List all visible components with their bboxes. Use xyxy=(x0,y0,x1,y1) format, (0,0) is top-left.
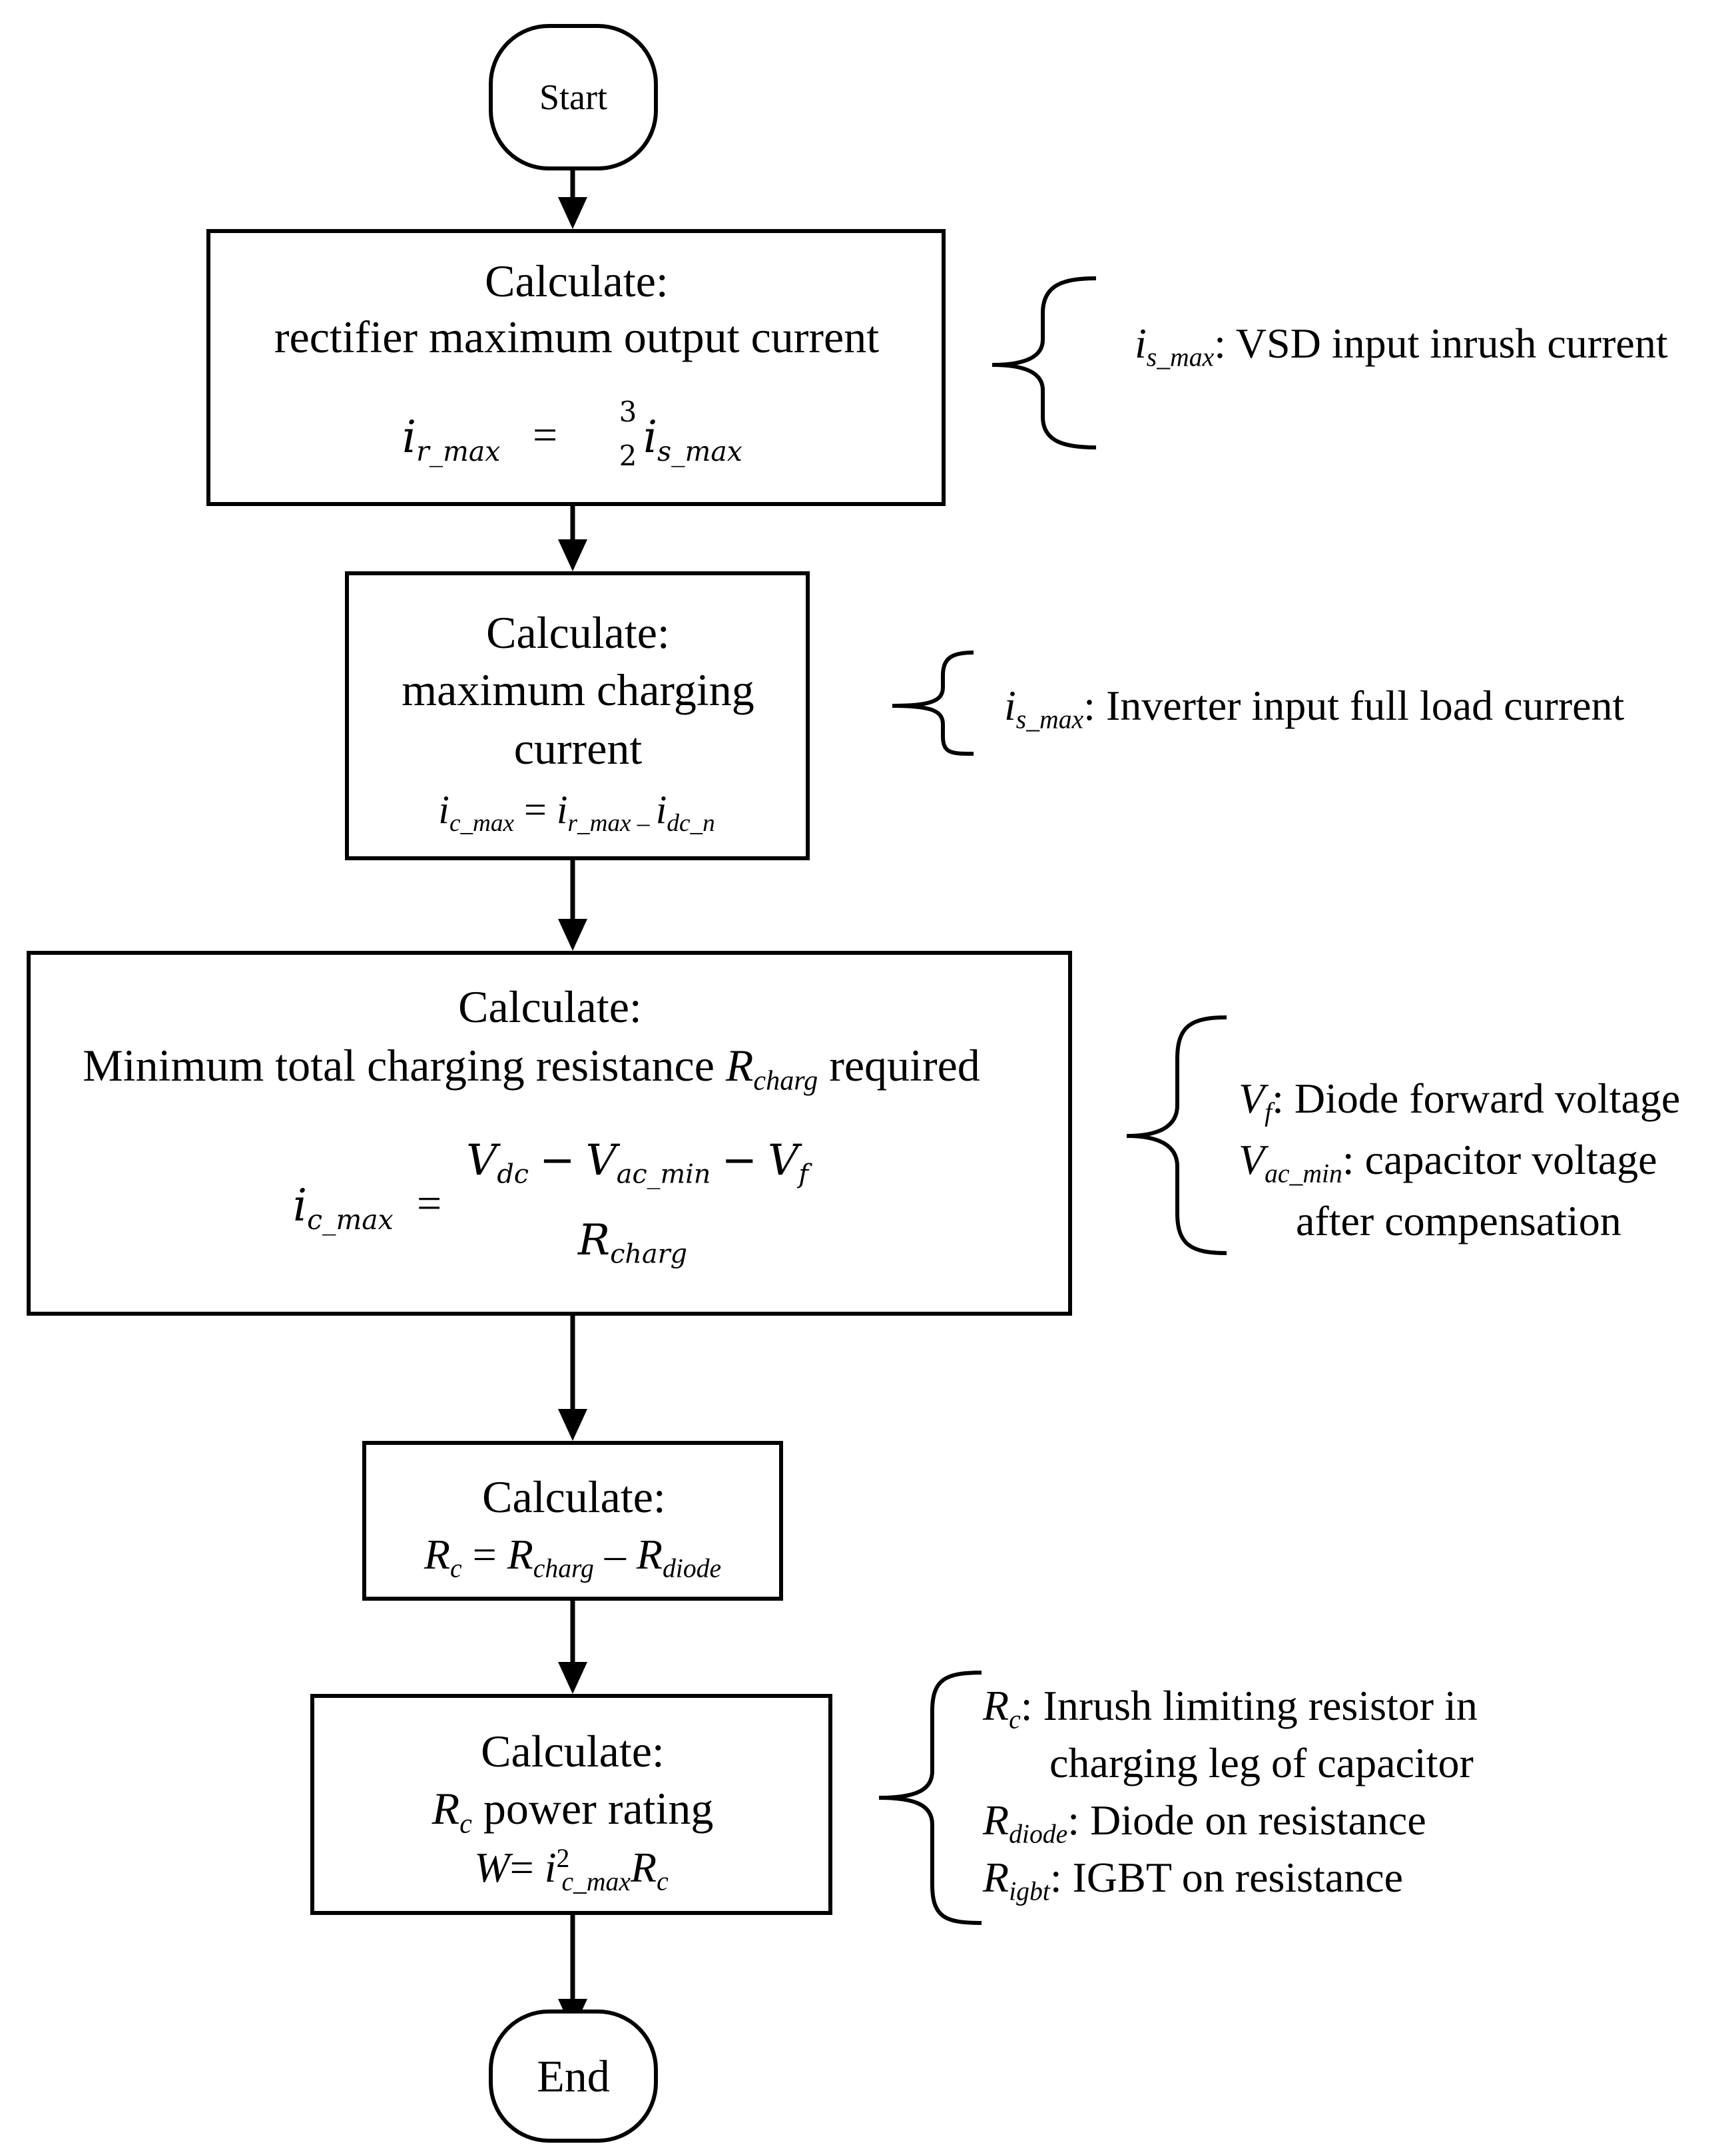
step3-line2: Minimum total charging resistance Rcharg… xyxy=(83,1040,980,1097)
step3-denominator: Rcharg xyxy=(578,1216,687,1270)
step4-box xyxy=(362,1441,783,1601)
step1-formula-lhs: ir_max xyxy=(402,411,501,468)
step1-box xyxy=(206,229,946,506)
step3-numerator: Vdc − Vac_min − Vf xyxy=(466,1136,808,1190)
step3-note1: Vf: Diode forward voltage xyxy=(1239,1075,1681,1127)
step1-title: Calculate: xyxy=(485,256,669,306)
step4-title: Calculate: xyxy=(482,1472,666,1522)
end-terminal: End xyxy=(489,2010,658,2143)
step1-line2: rectifier maximum output current xyxy=(274,312,880,362)
arrow-step1-to-step2 xyxy=(558,503,587,571)
step1-formula-equals: = xyxy=(533,411,558,459)
step2-title: Calculate: xyxy=(486,607,670,658)
step4-formula: Rc = Rcharg – Rdiode xyxy=(424,1531,722,1583)
arrow-step4-to-step5 xyxy=(558,1599,587,1694)
step2-box xyxy=(345,571,810,860)
step3-formula-equals: = xyxy=(417,1179,442,1228)
bracket-step2-note xyxy=(892,651,974,756)
step3-formula-lhs: ic_max xyxy=(293,1180,394,1236)
end-label: End xyxy=(537,2050,610,2101)
arrow-start-to-step1 xyxy=(558,169,587,229)
step1-note: is_max: VSD input inrush current xyxy=(1135,320,1668,372)
start-terminal: Start xyxy=(489,24,658,170)
start-label: Start xyxy=(539,77,607,117)
step1-frac-num: 3 xyxy=(619,396,637,428)
step5-title: Calculate: xyxy=(481,1726,665,1776)
bracket-step5-note xyxy=(878,1671,982,1925)
bracket-step3-note xyxy=(1126,1015,1227,1255)
arrow-step2-to-step3 xyxy=(558,859,587,951)
step5-note4: Rigbt: IGBT on resistance xyxy=(983,1854,1404,1906)
step1-formula-rhs: is_max xyxy=(643,411,742,468)
step2-line2: maximum charging xyxy=(402,665,754,715)
step5-note2: charging leg of capacitor xyxy=(1049,1739,1474,1786)
step5-line2: Rc power rating xyxy=(432,1783,714,1840)
step2-line3: current xyxy=(513,723,643,774)
step3-note3: after compensation xyxy=(1296,1197,1621,1244)
step3-note2: Vac_min: capacitor voltage xyxy=(1239,1136,1657,1189)
bracket-step1-note xyxy=(992,276,1097,449)
step5-note3: Rdiode: Diode on resistance xyxy=(983,1796,1426,1849)
step3-box xyxy=(27,951,1072,1316)
step3-title: Calculate: xyxy=(458,981,642,1032)
step5-box xyxy=(310,1694,832,1915)
step5-note1: Rc: Inrush limiting resistor in xyxy=(983,1682,1478,1735)
step2-note: is_max: Inverter input full load current xyxy=(1004,682,1625,734)
step5-formula: W= i2c_maxRc xyxy=(474,1844,669,1896)
arrow-step3-to-step4 xyxy=(558,1314,587,1441)
step1-frac-den: 2 xyxy=(619,439,637,472)
step2-formula: ic_max = ir_max – idc_n xyxy=(438,788,715,837)
